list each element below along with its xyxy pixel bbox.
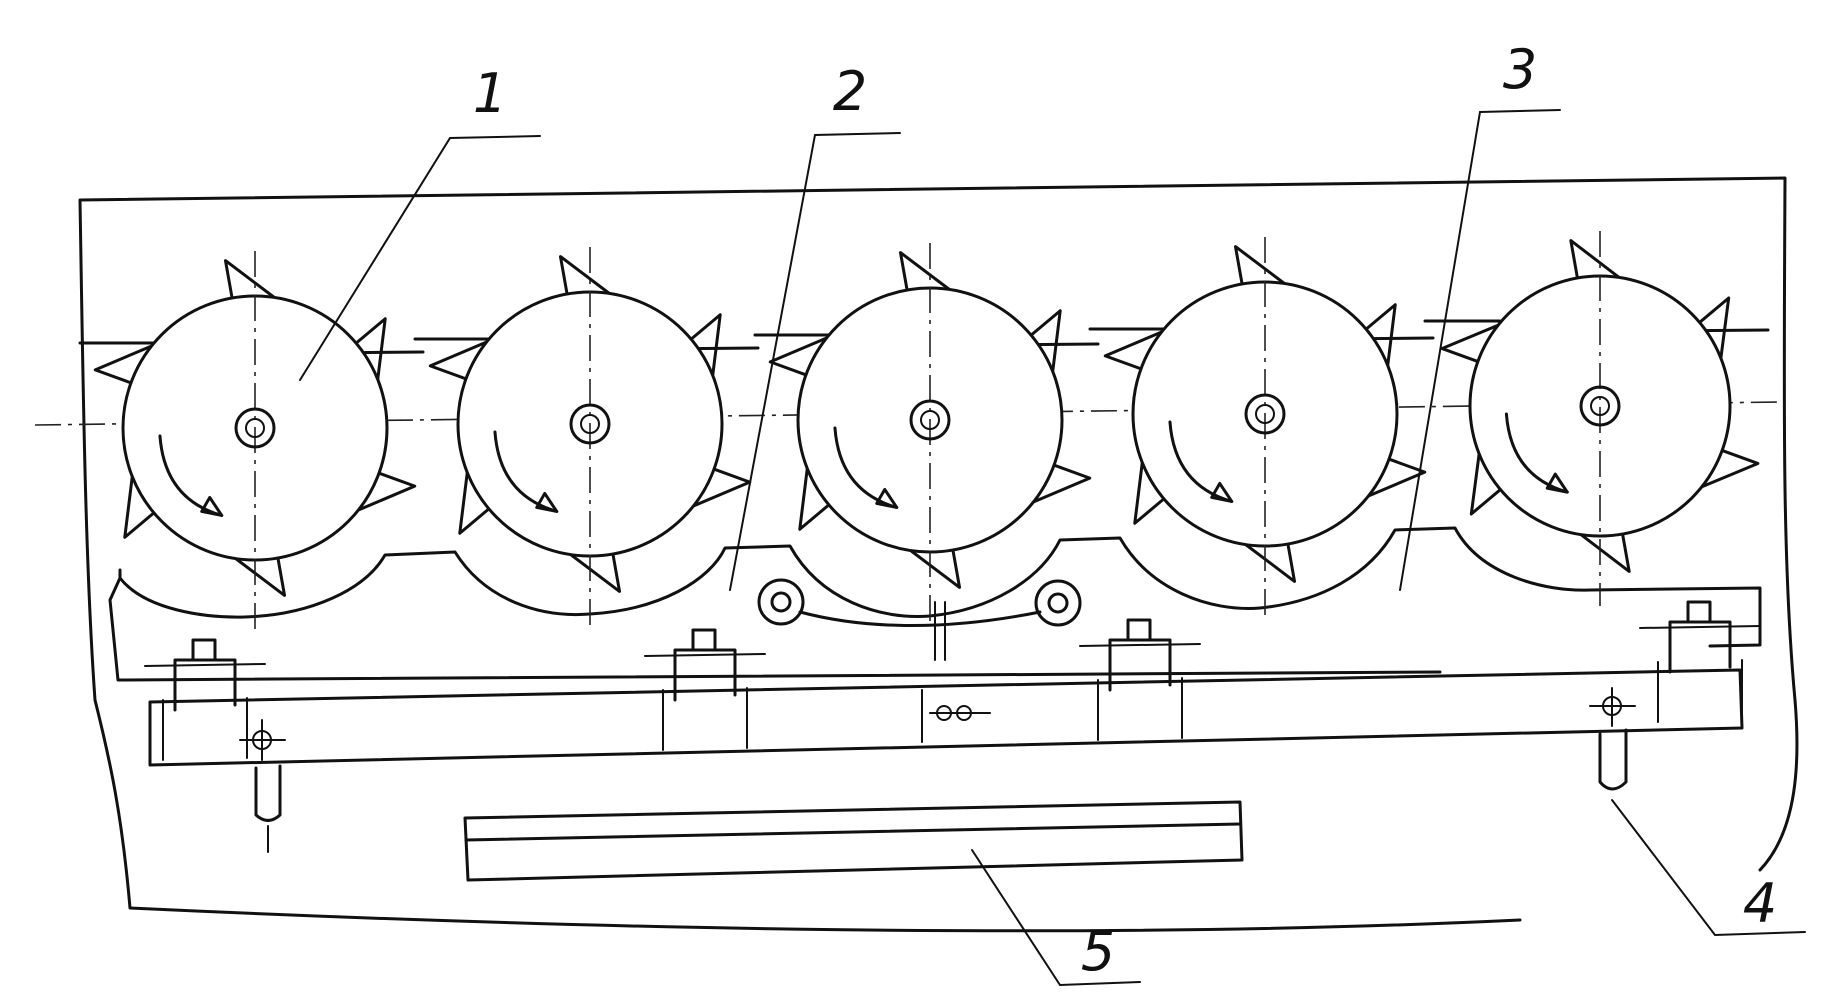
clockwise-arrow [1168,420,1234,503]
callout-1: 1 [473,62,507,125]
callout-leaders [299,109,1806,987]
disc-teeth [753,251,1100,589]
callout-2: 2 [833,60,867,123]
bracket-3 [1079,618,1201,741]
disc-teeth [1088,245,1435,583]
disc-teeth [1423,239,1770,573]
callout-4: 4 [1743,872,1777,935]
disc-5 [1423,231,1770,606]
support-pin [239,687,1636,853]
disc-4 [1088,237,1435,616]
bracket-2 [644,628,766,751]
clockwise-arrow [493,430,559,513]
lower-bar [463,800,1244,882]
disc-row [78,231,1770,630]
callout-3: 3 [1503,38,1537,101]
bracket-row [144,600,1761,761]
callout-labels: 1 2 3 4 5 [473,38,1777,983]
clockwise-arrow [833,426,899,509]
toothed-base [108,526,1762,682]
clockwise-arrow [158,434,224,517]
bracket-1 [144,638,266,761]
disc-2 [413,247,760,626]
disc-1 [78,251,425,630]
callout-5: 5 [1081,920,1115,983]
disc-3 [753,243,1100,622]
main-beam [148,668,1744,767]
outer-frame [78,176,1799,933]
clockwise-arrow [1504,412,1569,494]
disc-teeth [78,259,425,597]
bracket-4 [1639,600,1761,723]
